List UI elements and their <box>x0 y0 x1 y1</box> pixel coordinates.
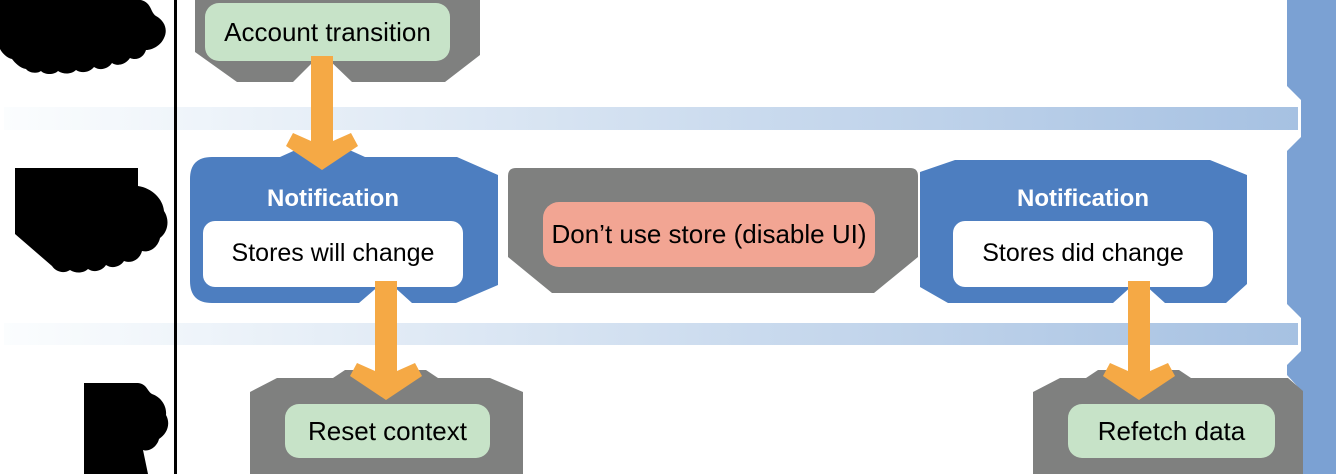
refetch-data-box <box>1068 404 1275 458</box>
redacted-row-label-bottom <box>84 383 169 474</box>
arrow-down-icon-account-to-will <box>286 56 358 170</box>
timing-band-top <box>4 107 1298 130</box>
timing-band-bottom <box>4 323 1298 345</box>
separator-line <box>174 0 177 474</box>
account-transition-box <box>205 3 450 61</box>
notification-did-panel <box>953 221 1213 287</box>
reset-context-box <box>285 404 490 458</box>
dont-use-store-box <box>543 202 875 267</box>
arrow-down-icon-did-to-refetch <box>1103 281 1175 400</box>
notification-will-panel <box>203 221 463 287</box>
arrow-down-icon-will-to-reset <box>350 281 422 400</box>
timeline-bar <box>1287 0 1336 474</box>
redacted-row-label-middle <box>15 168 168 273</box>
redacted-row-label-top <box>0 0 166 74</box>
